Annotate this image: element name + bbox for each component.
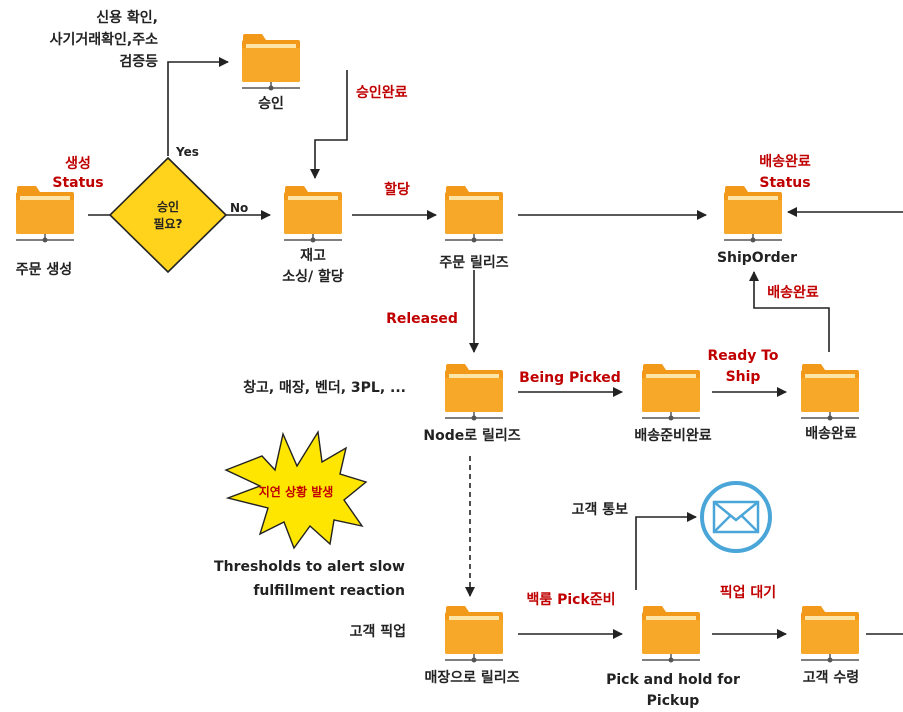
order-create-status-line1: 생성 <box>65 156 91 172</box>
edge-label-allocate: 할당 <box>384 181 410 198</box>
edge-approved <box>310 70 348 179</box>
shipped-label: 배송완료 <box>805 426 857 442</box>
threshold-note-line2: fulfillment reaction <box>253 583 405 599</box>
pick-hold-folder-icon <box>641 605 701 664</box>
shipped-folder-icon <box>800 363 860 422</box>
customer-receive-folder-icon <box>800 605 860 664</box>
decision-label-line1: 승인 <box>157 199 179 214</box>
customer-pickup-note: 고객 픽업 <box>350 623 406 640</box>
order-create-label: 주문 생성 <box>16 262 72 278</box>
inventory-label-line1: 재고 <box>300 248 326 264</box>
order-create-status-line2: Status <box>52 175 103 191</box>
edge-label-approved: 승인완료 <box>356 84 408 101</box>
decision-yes-label: Yes <box>175 145 199 159</box>
approve-label: 승인 <box>258 95 284 112</box>
pick-hold-label-line2: Pickup <box>647 693 700 709</box>
ship-order-folder-icon <box>723 185 783 244</box>
inventory-folder-icon <box>283 185 343 244</box>
pick-hold-label-line1: Pick and hold for <box>606 672 740 688</box>
inventory-label-line2: 소싱/ 할당 <box>282 268 344 285</box>
node-release-folder-icon <box>444 363 504 422</box>
store-release-folder-icon <box>444 605 504 664</box>
edge-label-backroom-pick: 백룸 Pick준비 <box>526 592 615 608</box>
edge-decision-yes <box>167 57 229 156</box>
edges <box>88 57 903 639</box>
ship-order-status-line2: Status <box>759 175 810 191</box>
edge-label-released: Released <box>386 311 458 327</box>
edge-notify <box>635 512 697 590</box>
pick-ready-label: 배송준비완료 <box>634 428 711 444</box>
store-release-label: 매장으로 릴리즈 <box>424 669 519 686</box>
decision-diamond <box>108 156 228 274</box>
order-release-folder-icon <box>444 185 504 244</box>
edge-label-pickup-wait: 픽업 대기 <box>720 584 776 601</box>
mail-envelope-icon <box>700 481 772 553</box>
pick-ready-folder-icon <box>641 363 701 422</box>
credit-note-line3: 검증등 <box>119 53 158 70</box>
threshold-note-line1: Thresholds to alert slow <box>214 559 405 575</box>
edge-label-ready-line1: Ready To <box>707 348 778 364</box>
order-create-folder-icon <box>15 185 75 244</box>
credit-note-line2: 사기거래확인,주소 <box>50 31 158 48</box>
edge-label-ship-done: 배송완료 <box>767 285 819 301</box>
decision-no-label: No <box>230 201 248 215</box>
customer-notify-note: 고객 통보 <box>572 501 629 518</box>
customer-receive-label: 고객 수령 <box>803 669 859 686</box>
edge-label-being-picked: Being Picked <box>519 370 621 386</box>
alert-label: 지연 상황 발생 <box>259 484 334 499</box>
credit-note-line1: 신용 확인, <box>96 9 158 26</box>
locations-note: 창고, 매장, 벤더, 3PL, ... <box>243 379 406 396</box>
ship-order-status-line1: 배송완료 <box>759 154 811 170</box>
edge-ship-done <box>749 271 830 352</box>
explosion-burst-icon <box>224 429 368 550</box>
ship-order-label: ShipOrder <box>717 250 797 266</box>
edge-label-ready-line2: Ship <box>726 369 761 385</box>
decision-label-line2: 필요? <box>153 216 182 231</box>
order-release-label: 주문 릴리즈 <box>439 255 508 271</box>
approve-folder-icon <box>241 33 301 92</box>
node-release-label: Node로 릴리즈 <box>423 428 520 444</box>
